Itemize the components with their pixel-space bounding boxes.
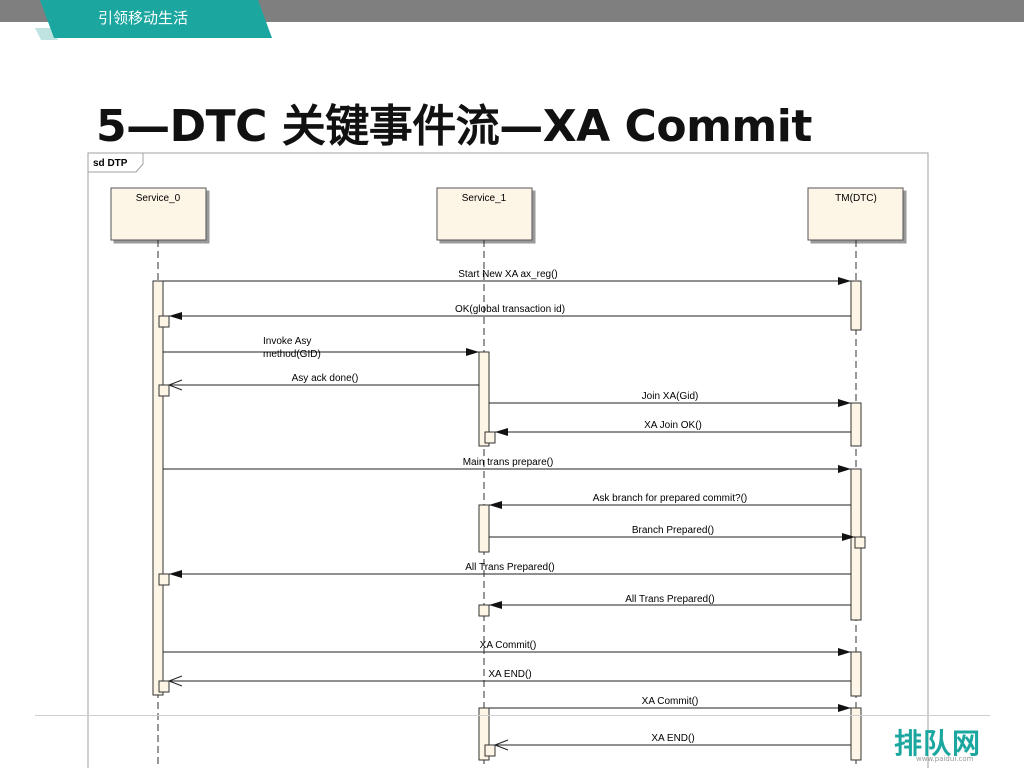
logo-url: www.paidui.com	[916, 755, 974, 763]
arrow-head-filled	[838, 465, 851, 473]
message-label: All Trans Prepared()	[465, 562, 554, 573]
arrow-head-filled	[838, 704, 851, 712]
arrow-head-filled	[466, 348, 479, 356]
message-arrow: XA Commit()	[163, 640, 851, 656]
arrow-head-filled	[838, 399, 851, 407]
slide-title: 5—DTC 关键事件流—XA Commit	[96, 101, 812, 152]
message-label: All Trans Prepared()	[625, 594, 714, 605]
message-label: XA END()	[488, 669, 531, 680]
activation-box	[158, 680, 170, 693]
arrow-head-filled	[838, 277, 851, 285]
message-label: Branch Prepared()	[632, 525, 714, 536]
message-arrow: OK(global transaction id)	[169, 304, 851, 320]
frame-label: sd DTP	[93, 158, 128, 169]
message-label: XA Commit()	[480, 640, 537, 651]
message-arrow: Asy ack done()	[167, 373, 479, 391]
message-label: XA END()	[651, 733, 694, 744]
message-label: Main trans prepare()	[463, 457, 554, 468]
activation-bar	[478, 504, 490, 553]
arrow-head-filled	[489, 501, 502, 509]
lifeline-label-tm-dtc: TM(DTC)	[835, 193, 877, 204]
activation-bar	[850, 651, 862, 697]
arrow-head-open	[167, 675, 183, 687]
message-label: XA Join OK()	[644, 420, 702, 431]
activation-box	[484, 431, 496, 444]
message-arrow: Main trans prepare()	[163, 457, 851, 473]
arrow-head-filled	[489, 601, 502, 609]
activation-box	[158, 315, 170, 328]
lifeline-head-tm-dtc	[807, 187, 904, 241]
activation-bar	[478, 351, 490, 447]
message-arrow: All Trans Prepared()	[169, 562, 851, 578]
footer-divider	[35, 715, 990, 716]
arrow-head-filled	[842, 533, 855, 541]
message-arrow: Branch Prepared()	[489, 525, 855, 541]
message-arrow: Join XA(Gid)	[489, 391, 851, 407]
activation-bars	[152, 280, 866, 761]
messages: Start New XA ax_reg() OK(global transacti…	[163, 269, 855, 751]
lifeline-head-service-0	[110, 187, 207, 241]
lifeline-label-service-1: Service_1	[462, 193, 507, 204]
message-label: OK(global transaction id)	[455, 304, 565, 315]
message-label: XA Commit()	[642, 696, 699, 707]
message-arrow: XA END()	[167, 669, 851, 687]
message-arrow: XA Join OK()	[495, 420, 851, 436]
arrow-head-filled	[838, 648, 851, 656]
arrow-head-open	[493, 739, 509, 751]
activation-box	[854, 536, 866, 549]
arrow-head-filled	[169, 570, 182, 578]
logo-text: 排队网	[894, 727, 982, 760]
header-tagline: 引领移动生活	[98, 9, 189, 27]
activation-bar	[152, 280, 164, 696]
message-arrow: Start New XA ax_reg()	[163, 269, 851, 285]
activation-box	[158, 384, 170, 397]
message-arrow: XA Commit()	[489, 696, 851, 712]
message-label: Join XA(Gid)	[642, 391, 699, 402]
message-label: Asy ack done()	[292, 373, 359, 384]
message-label: Start New XA ax_reg()	[458, 269, 557, 280]
activation-box	[484, 744, 496, 757]
message-arrow: All Trans Prepared()	[489, 594, 851, 609]
arrow-head-filled	[495, 428, 508, 436]
message-arrow: Ask branch for prepared commit?()	[489, 493, 851, 509]
activation-bar	[850, 280, 862, 331]
message-label: Ask branch for prepared commit?()	[593, 493, 748, 504]
activation-box	[158, 573, 170, 586]
message-arrow: XA END()	[493, 733, 851, 751]
lifeline-service-1: Service_1	[436, 187, 533, 768]
header-tab	[35, 0, 272, 40]
arrow-head-filled	[169, 312, 182, 320]
logo: 排队网 www.paidui.com	[894, 722, 994, 766]
activation-bar	[850, 707, 862, 761]
activation-box	[478, 604, 490, 617]
activation-bar	[478, 707, 490, 761]
arrow-head-open	[167, 379, 183, 391]
activation-bar	[850, 402, 862, 447]
lifeline-label-service-0: Service_0	[136, 193, 181, 204]
diagram-frame: sd DTP	[87, 152, 929, 768]
